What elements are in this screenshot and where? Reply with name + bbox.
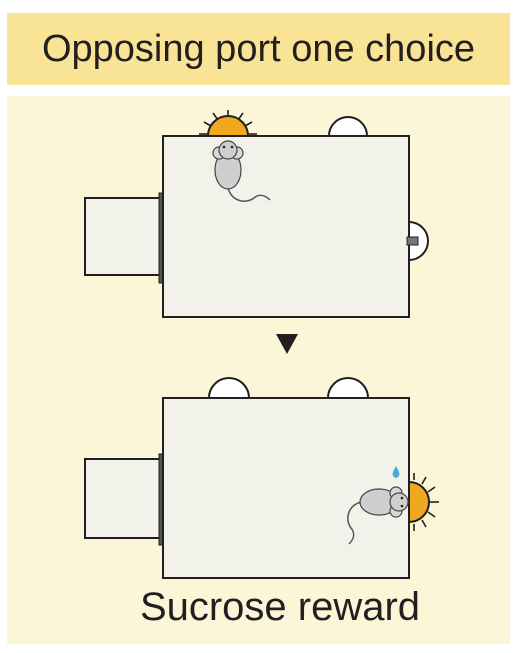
arena-box: [162, 135, 410, 318]
port-top-right: [327, 116, 369, 137]
title-banner: Opposing port one choice: [7, 13, 510, 85]
diagram-title: Opposing port one choice: [41, 27, 476, 70]
reward-caption: Sucrose reward: [139, 585, 421, 629]
port-top-left-active: [199, 110, 257, 137]
down-arrow-icon: [276, 334, 298, 354]
start-box: [84, 197, 164, 276]
diagram-panel: [7, 96, 510, 644]
start-box: [84, 458, 164, 539]
port-top-left: [207, 377, 251, 399]
diagram-canvas: [84, 110, 439, 579]
port-right-lever: [406, 236, 419, 246]
scene-reward: [84, 377, 439, 579]
port-top-right: [326, 377, 370, 399]
sucrose-drop-icon: [392, 466, 400, 478]
arena-box: [162, 397, 410, 579]
port-right-active: [408, 473, 439, 531]
scene-choice: [84, 110, 429, 318]
